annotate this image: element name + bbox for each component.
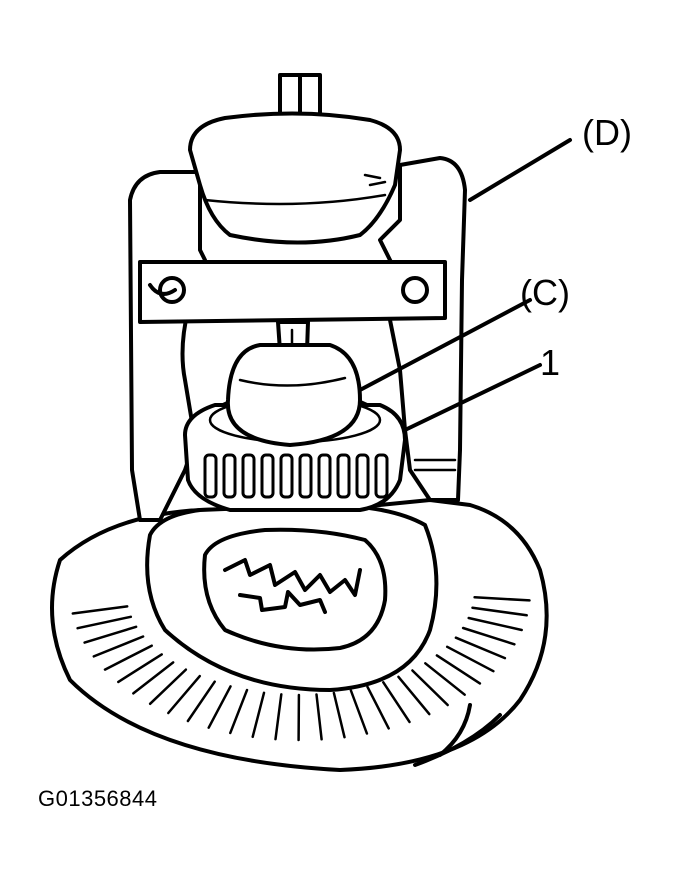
gear-tooth [229, 688, 249, 735]
gear-tooth [454, 636, 507, 660]
gear-tooth [92, 635, 145, 658]
gear-tooth [382, 681, 411, 724]
bearing-roller [336, 453, 351, 499]
gear-tooth [103, 644, 153, 671]
gear-tooth [435, 654, 482, 685]
bearing-roller [203, 453, 218, 499]
label-bearing: 1 [540, 342, 560, 383]
bearing-roller [317, 453, 332, 499]
bearing-roller [260, 453, 275, 499]
gear-tooth [467, 616, 523, 632]
figure-id: G01356844 [38, 786, 158, 811]
gear-tooth [473, 596, 531, 602]
label-puller: (D) [582, 112, 632, 153]
leader-attachment [358, 298, 532, 392]
gear-tooth [186, 680, 216, 723]
gear-tooth [424, 662, 466, 696]
gear-tooth [83, 625, 138, 644]
leader-lines [358, 138, 572, 432]
bearing-roller [298, 453, 313, 499]
gear-tooth [315, 693, 323, 741]
gear-tooth [167, 674, 202, 715]
gear-tooth [207, 685, 232, 729]
gear-tooth [148, 668, 188, 706]
leader-bearing [403, 363, 542, 432]
gear-tooth [117, 653, 163, 684]
gear-tooth [332, 691, 346, 739]
bearing-roller [241, 453, 256, 499]
gear-tooth [461, 626, 516, 646]
gear-tooth [349, 689, 369, 735]
puller-crossbar [138, 260, 447, 324]
gear-tooth [132, 661, 175, 695]
bearing-roller [355, 453, 370, 499]
gear-tooth [366, 685, 390, 730]
gear-tooth [411, 669, 449, 707]
gear-tooth [71, 605, 129, 615]
bearing-roller [222, 453, 237, 499]
gear-tooth [251, 691, 266, 739]
differential-case [145, 503, 439, 692]
bearing [183, 343, 407, 512]
gear-tooth [445, 645, 495, 673]
bearing-roller [279, 453, 294, 499]
leader-puller [468, 138, 572, 202]
puller-screw [188, 73, 402, 245]
gear-tooth [397, 675, 431, 716]
gear-tooth [76, 615, 133, 630]
bearing-roller [374, 453, 389, 499]
label-attachment: (C) [520, 272, 570, 313]
gear-tooth [274, 693, 283, 741]
gear-tooth [471, 606, 528, 617]
